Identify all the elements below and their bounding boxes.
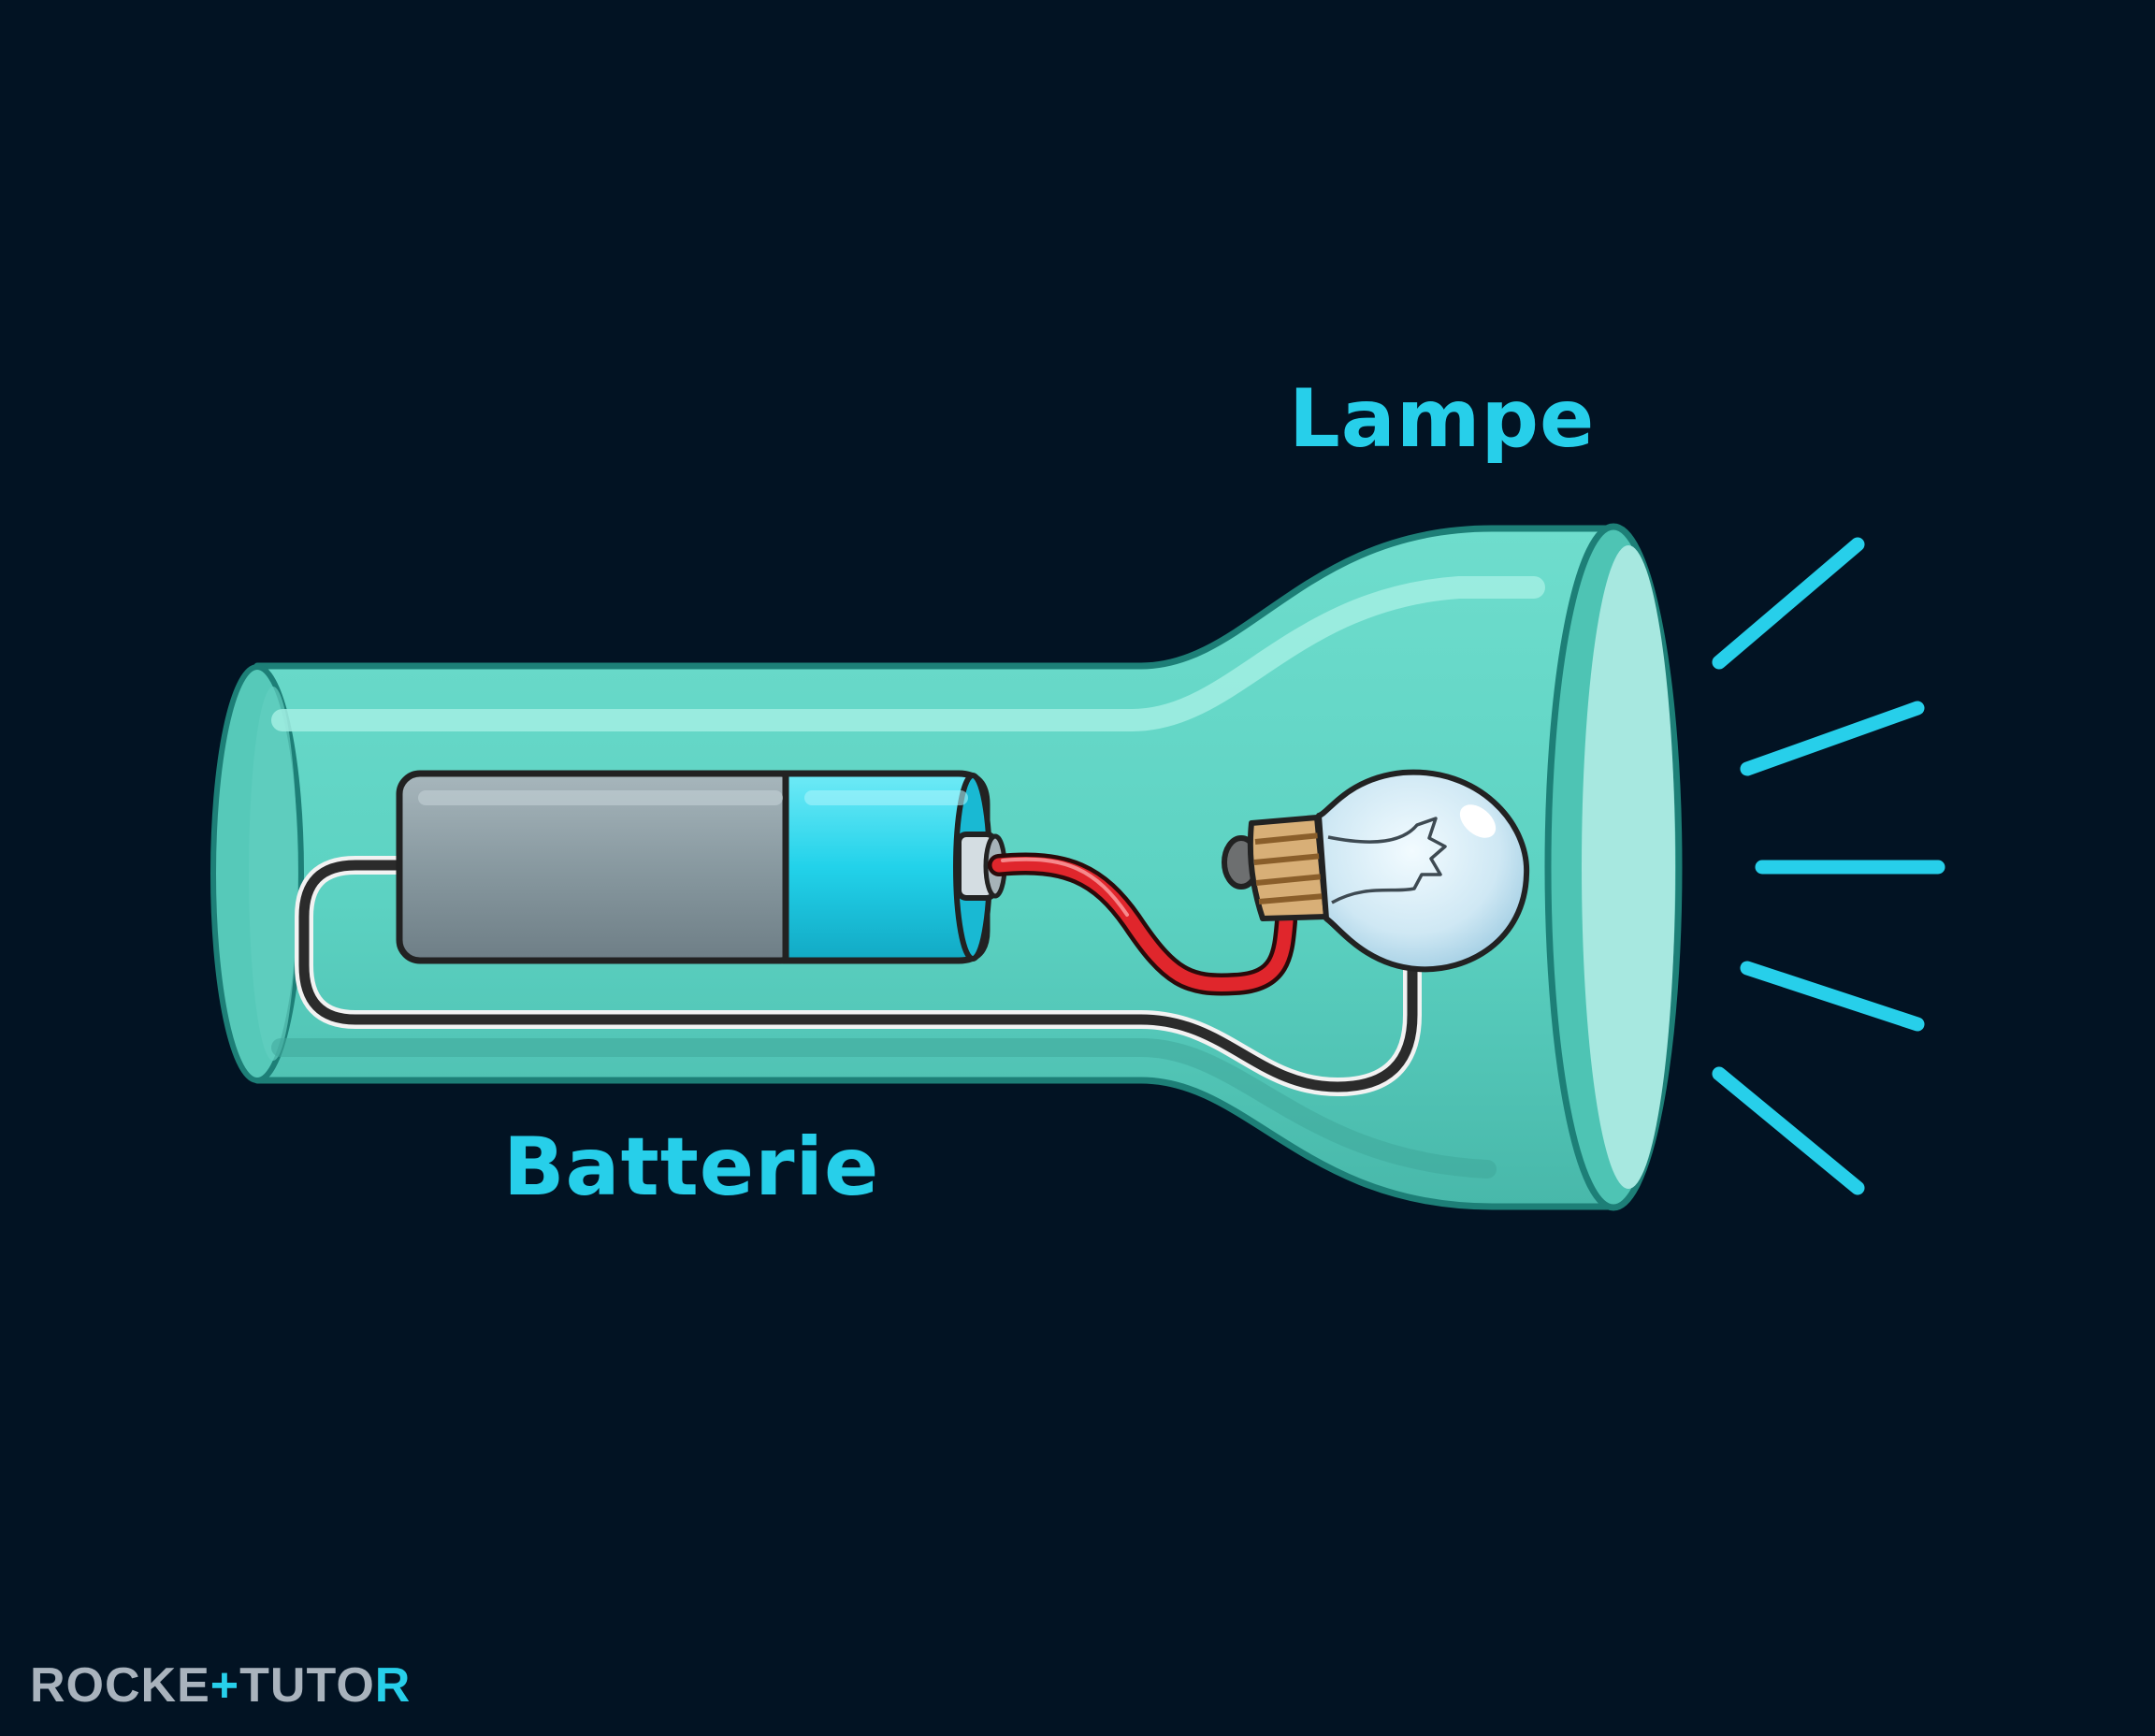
light-ray [1712, 1066, 1865, 1195]
light-ray [1712, 537, 1865, 670]
light-rays [1712, 537, 1945, 1195]
battery [396, 770, 1007, 964]
light-ray [1740, 961, 1925, 1032]
rocketutor-logo: ROCKE+TUTOR [30, 1658, 412, 1713]
lamp-label: Lampe [1289, 372, 1596, 466]
light-bulb [1222, 769, 1530, 973]
battery-label: Batterie [503, 1121, 880, 1214]
light-ray [1740, 701, 1925, 776]
